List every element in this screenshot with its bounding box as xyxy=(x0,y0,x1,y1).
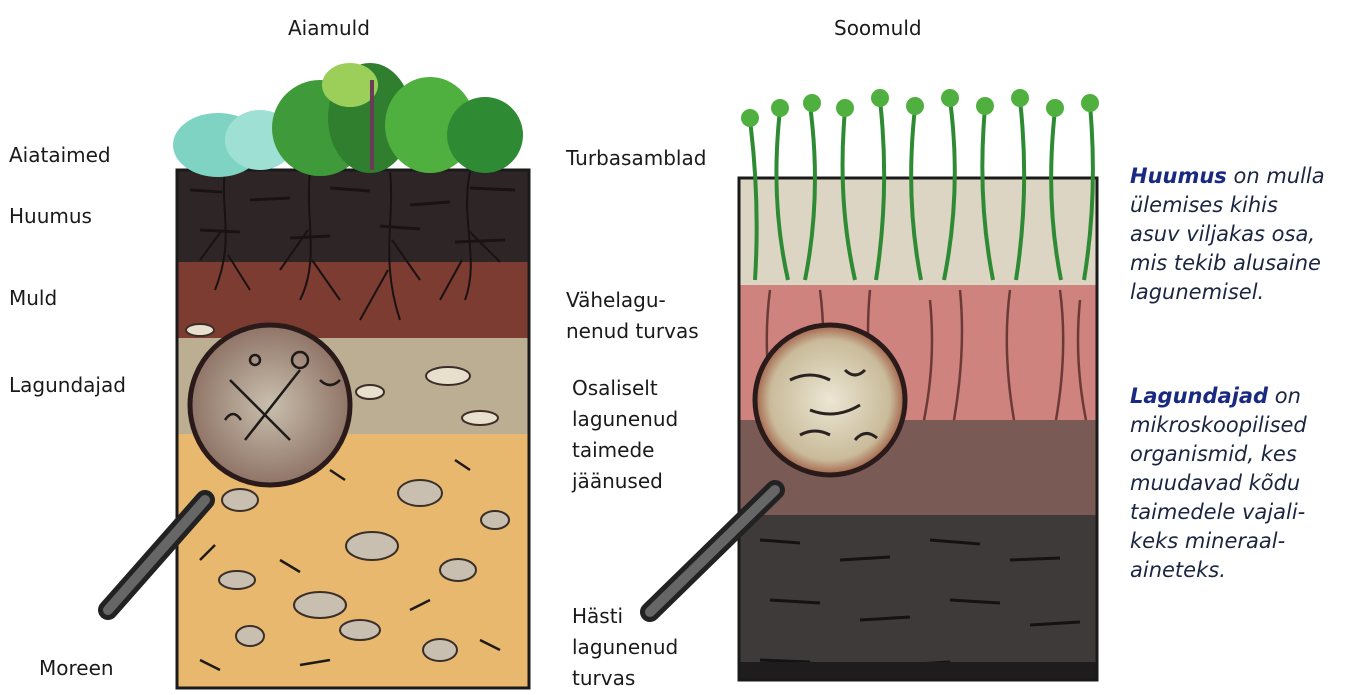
garden-soil-profile xyxy=(108,63,529,694)
label-hasti-line1: Hästi xyxy=(572,603,623,629)
note-lagundajad-line3: organismid, kes xyxy=(1130,440,1362,469)
note-huumus-line4: mis tekib alusaine xyxy=(1130,249,1362,278)
label-aiataimed: Aiataimed xyxy=(9,142,111,168)
soil-layer xyxy=(177,262,529,342)
note-huumus: Huumus on mulla ülemises kihis asuv vilj… xyxy=(1130,162,1362,307)
note-lagundajad-line4: muudavad kõdu xyxy=(1130,469,1362,498)
note-lagundajad-line2: mikroskoopilised xyxy=(1130,411,1362,440)
label-vahelagunenud-line1: Vähelagu- xyxy=(566,287,666,313)
label-hasti-line2: lagunenud xyxy=(572,634,678,660)
note-lagundajad-line5: taimedele vajali- xyxy=(1130,498,1362,527)
note-lagundajad-line7: aineteks. xyxy=(1130,556,1362,585)
note-lagundajad: Lagundajad on mikroskoopilised organismi… xyxy=(1130,382,1362,585)
label-osaliselt-line2: lagunenud xyxy=(572,406,678,432)
note-huumus-line1: on mulla xyxy=(1227,164,1325,188)
label-vahelagunenud-line2: nenud turvas xyxy=(566,318,699,344)
note-lagundajad-line1: on xyxy=(1268,384,1301,408)
note-huumus-term: Huumus xyxy=(1130,164,1227,188)
label-osaliselt-line3: taimede xyxy=(572,437,654,463)
label-osaliselt-line1: Osaliselt xyxy=(572,375,658,401)
note-huumus-line3: asuv viljakas osa, xyxy=(1130,220,1362,249)
label-osaliselt-line4: jäänused xyxy=(572,468,663,494)
garden-plants xyxy=(173,63,523,177)
note-huumus-line2: ülemises kihis xyxy=(1130,191,1362,220)
label-hasti-line3: turvas xyxy=(572,665,635,691)
label-muld: Muld xyxy=(9,285,57,311)
humus-layer xyxy=(177,170,529,265)
note-lagundajad-line6: keks mineraal- xyxy=(1130,527,1362,556)
note-lagundajad-term: Lagundajad xyxy=(1130,384,1268,408)
label-lagundajad: Lagundajad xyxy=(9,372,126,398)
label-turbasamblad: Turbasamblad xyxy=(566,145,706,171)
label-huumus: Huumus xyxy=(9,203,92,229)
label-moreen: Moreen xyxy=(39,655,114,681)
note-huumus-line5: lagunemisel. xyxy=(1130,278,1362,307)
bog-soil-profile xyxy=(650,89,1099,686)
